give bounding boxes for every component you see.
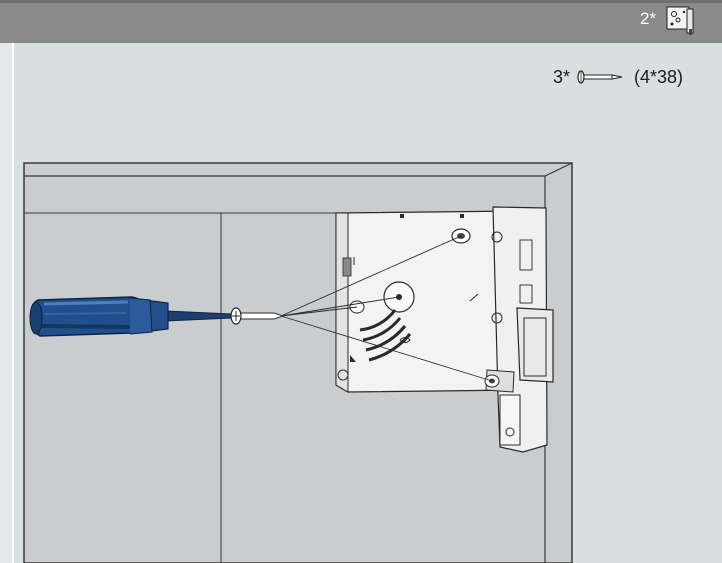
wood-screw-icon [577, 70, 623, 84]
header-top-line [0, 0, 722, 3]
left-margin-strip [0, 43, 12, 563]
lock-mechanism-icon [335, 206, 554, 453]
lock-mechanism-thumbnail-icon [666, 6, 694, 35]
part-quantity: 2* [640, 9, 657, 28]
screwdriver-icon [29, 296, 232, 337]
screw-size-label: (4*38) [634, 67, 684, 87]
step-header-bar: 2* [0, 0, 722, 43]
screw-quantity: 3* [553, 67, 571, 87]
screw-guide-lines [280, 235, 493, 382]
